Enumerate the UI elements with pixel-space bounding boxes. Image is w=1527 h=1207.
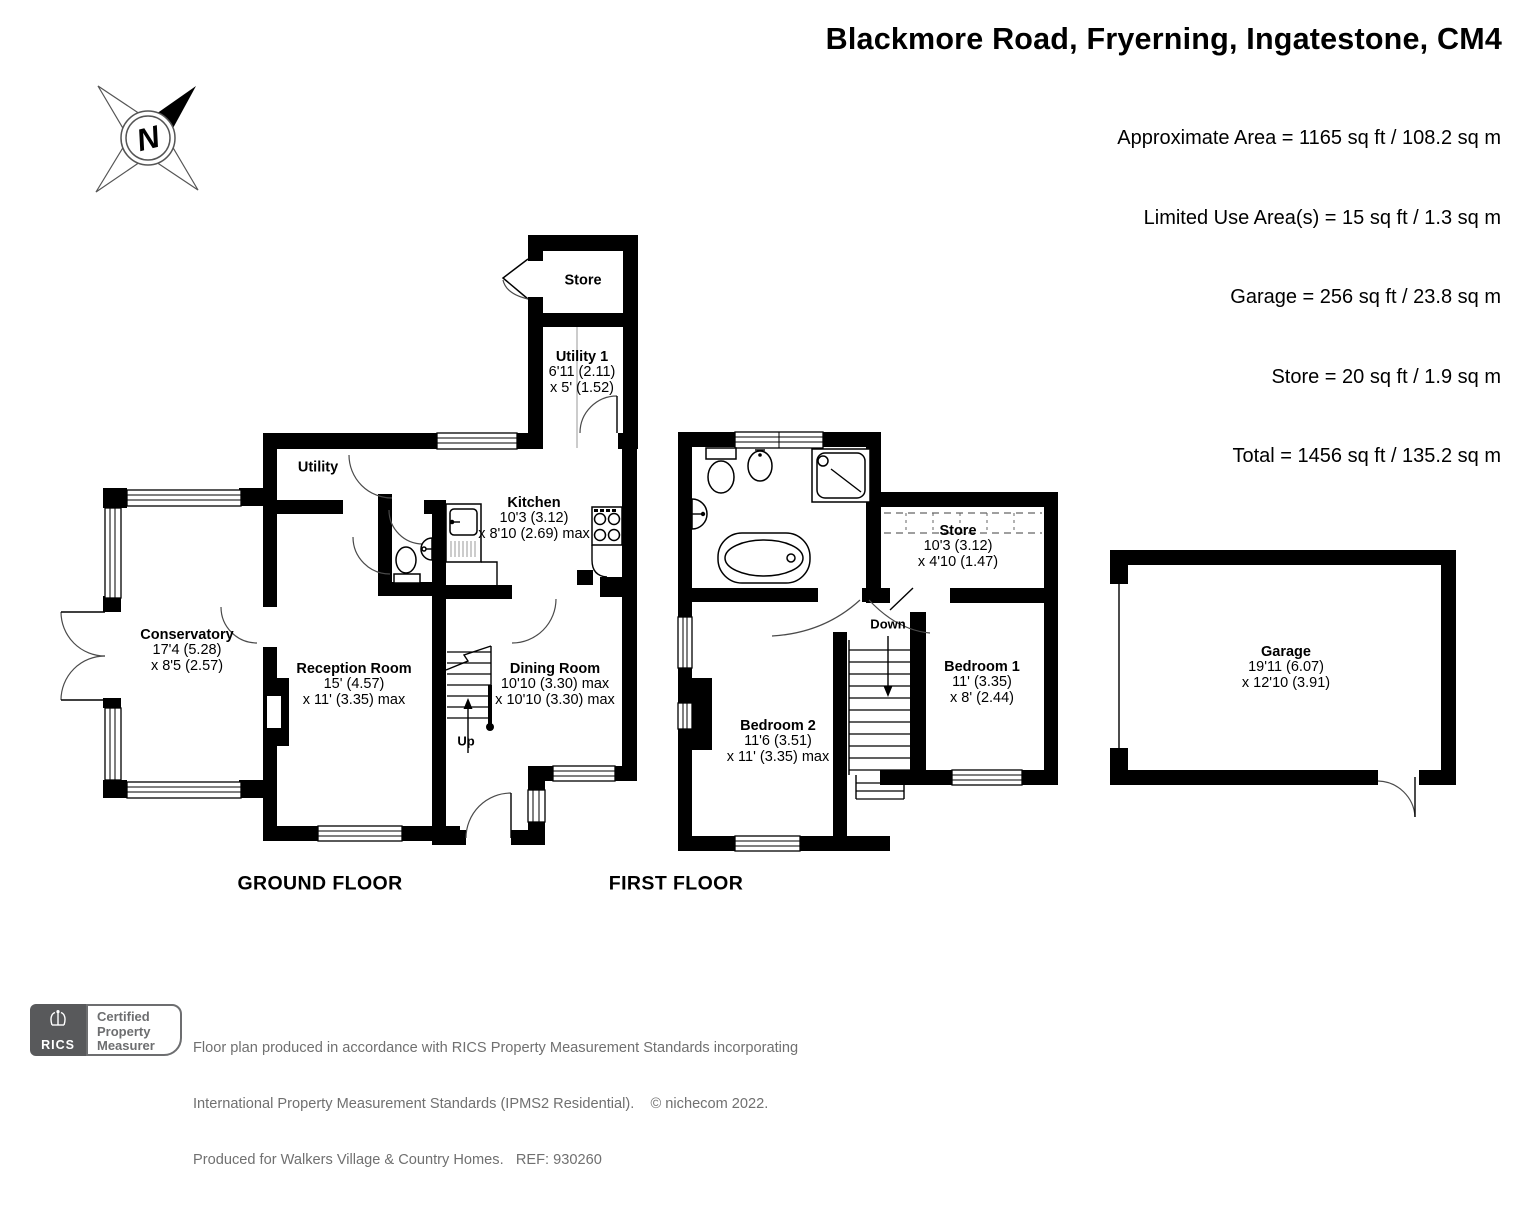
room-label-dining-room: Dining Room 10'10 (3.30) max x 10'10 (3.… (495, 660, 615, 708)
certified-property-measurer-badge: Certified Property Measurer (86, 1004, 182, 1056)
page-title: Blackmore Road, Fryerning, Ingatestone, … (825, 22, 1502, 56)
room-label-store-first: Store 10'3 (3.12) x 4'10 (1.47) (917, 522, 999, 570)
ground-floor-caption: GROUND FLOOR (237, 872, 403, 895)
kitchen-sink-icon (445, 503, 482, 563)
area-line: Garage = 256 sq ft / 23.8 sq m (1230, 286, 1501, 308)
door-arc (771, 587, 931, 637)
compass-icon: N (95, 85, 199, 193)
rics-crest-icon (50, 1010, 66, 1026)
first-floor-plan (677, 431, 1058, 852)
fireplace-recess (267, 696, 281, 728)
window (317, 432, 616, 842)
floorplan-sheet: N (30, 22, 1502, 1168)
store-dashed-ceiling (884, 512, 1042, 534)
area-line: Approximate Area = 1165 sq ft / 108.2 sq… (1117, 127, 1501, 149)
room-label-garage: Garage 19'11 (6.07) x 12'10 (3.91) (1241, 643, 1331, 691)
door-arc (1377, 777, 1416, 818)
room-label-kitchen: Kitchen 10'3 (3.12) x 8'10 (2.69) max (478, 494, 590, 542)
room-label-store-ground: Store (564, 272, 602, 289)
stairs-down (848, 636, 910, 800)
room-label-bedroom1: Bedroom 1 11' (3.35) x 8' (2.44) (944, 658, 1020, 706)
room-label-reception-room: Reception Room 15' (4.57) x 11' (3.35) m… (296, 660, 412, 708)
stairs-up-label: Up (457, 733, 475, 749)
ground-floor-plan (60, 235, 638, 845)
stairs-up (445, 645, 494, 753)
bathroom-sink-icon (691, 498, 708, 530)
disclaimer-line: International Property Measurement Stand… (193, 1095, 769, 1112)
disclaimer-line: Floor plan produced in accordance with R… (193, 1040, 799, 1057)
first-floor-caption: FIRST FLOOR (608, 872, 744, 895)
store-door-icon (501, 258, 529, 300)
floorplan-drawing: N (60, 85, 1456, 852)
rics-logo: RICS (30, 1004, 86, 1056)
bathtub-icon (717, 532, 811, 584)
bidet-icon (747, 449, 773, 482)
room-label-utility: Utility (297, 459, 339, 476)
area-summary: Approximate Area = 1165 sq ft / 108.2 sq… (1117, 72, 1501, 523)
area-line: Store = 20 sq ft / 1.9 sq m (1271, 365, 1501, 388)
toilet-icon (395, 546, 417, 574)
conservatory-outline (60, 488, 263, 799)
shower-icon (811, 448, 871, 503)
hob-icon (591, 506, 623, 546)
garage-plan (1110, 550, 1456, 818)
door-arc (220, 454, 557, 839)
toilet-icon (705, 447, 737, 494)
room-label-conservatory: Conservatory 17'4 (5.28) x 8'5 (2.57) (140, 626, 234, 674)
disclaimer-line: Produced for Walkers Village & Country H… (193, 1151, 602, 1168)
up-arrow-icon (463, 698, 473, 753)
area-line: Limited Use Area(s) = 15 sq ft / 1.3 sq … (1143, 206, 1501, 229)
stairs-down-label: Down (870, 616, 906, 632)
disclaimer-text: Floor plan produced in accordance with R… (193, 1002, 798, 1207)
rics-label: RICS (41, 1038, 75, 1052)
room-label-bedroom2: Bedroom 2 11'6 (3.51) x 11' (3.35) max (726, 717, 830, 765)
area-line: Total = 1456 sq ft / 135.2 sq m (1232, 445, 1502, 467)
room-label-utility1: Utility 1 6'11 (2.11) x 5' (1.52) (548, 348, 616, 396)
down-arrow-icon (883, 636, 893, 697)
window (677, 431, 1023, 852)
